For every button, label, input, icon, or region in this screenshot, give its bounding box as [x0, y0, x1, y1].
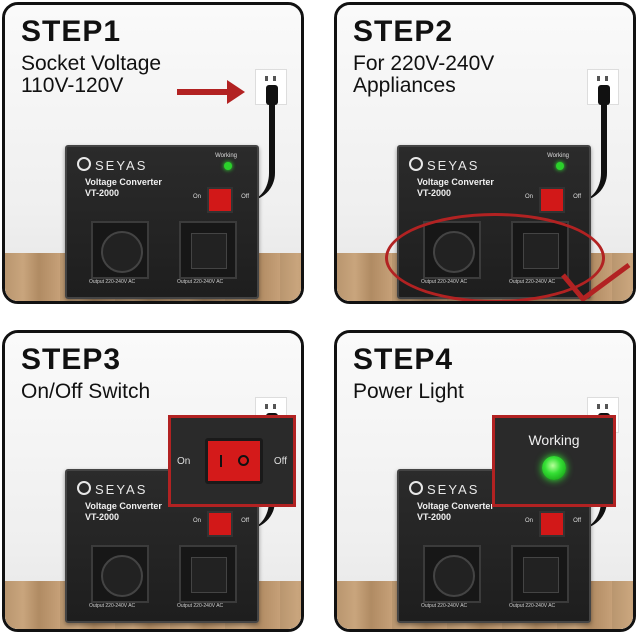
output-label: Output 220-240V AC: [177, 279, 224, 285]
power-led-icon: [556, 162, 564, 170]
power-cable: [247, 101, 275, 201]
power-cable: [579, 101, 607, 201]
highlight-ellipse: [385, 213, 605, 301]
desc-line: Socket Voltage: [21, 52, 162, 75]
switch-on-label: On: [192, 194, 201, 200]
plug-icon: [598, 85, 610, 105]
desc-line: Power Light: [353, 380, 464, 403]
output-label: Output 220-240V AC: [421, 603, 468, 609]
switch-on-mark: [220, 455, 222, 467]
output-label: Output 220-240V AC: [89, 279, 136, 285]
working-label: Working: [215, 153, 237, 159]
switch-on-label: On: [192, 518, 201, 524]
switch-off-label: Off: [573, 194, 581, 200]
universal-socket: [511, 545, 569, 603]
zoom-off-label: Off: [273, 456, 287, 467]
step-description: Socket Voltage 110V-120V: [21, 53, 161, 97]
step-description: For 220V-240V Appliances: [353, 53, 494, 97]
output-label: Output 220-240V AC: [89, 603, 136, 609]
step-title: STEP1: [21, 15, 122, 48]
brand-logo: SEYAS: [409, 481, 479, 497]
desc-line: 110V-120V: [21, 74, 124, 97]
desc-line: For 220V-240V: [353, 52, 495, 75]
step1-panel: STEP1 Socket Voltage 110V-120V SEYAS Vol…: [2, 2, 304, 304]
green-led-icon: [542, 456, 566, 480]
power-led-icon: [224, 162, 232, 170]
desc-line: On/Off Switch: [21, 380, 151, 403]
step-title: STEP3: [21, 343, 122, 376]
step3-panel: STEP3 On/Off Switch SEYAS Voltage Conver…: [2, 330, 304, 632]
brand-logo: SEYAS: [77, 157, 147, 173]
switch-on-label: On: [524, 194, 533, 200]
brand-logo: SEYAS: [409, 157, 479, 173]
arrow-icon: [177, 89, 235, 95]
step-description: Power Light: [353, 381, 464, 403]
rocker-switch-icon[interactable]: [205, 438, 263, 484]
switch-zoom-callout: On Off: [168, 415, 296, 507]
schuko-socket: [423, 545, 481, 603]
step-title: STEP4: [353, 343, 454, 376]
schuko-socket: [91, 545, 149, 603]
switch-on-label: On: [524, 518, 533, 524]
switch-off-label: Off: [573, 518, 581, 524]
step-description: On/Off Switch: [21, 381, 150, 403]
universal-socket: [179, 221, 237, 279]
output-label: Output 220-240V AC: [177, 603, 224, 609]
zoom-working-label: Working: [528, 432, 580, 448]
switch-off-label: Off: [241, 518, 249, 524]
step-title: STEP2: [353, 15, 454, 48]
checkmark-icon: [561, 263, 631, 301]
power-switch[interactable]: [539, 511, 565, 537]
plug-icon: [266, 85, 278, 105]
zoom-on-label: On: [177, 456, 191, 467]
universal-socket: [179, 545, 237, 603]
schuko-socket: [91, 221, 149, 279]
brand-logo: SEYAS: [77, 481, 147, 497]
output-label: Output 220-240V AC: [509, 603, 556, 609]
desc-line: Appliances: [353, 74, 456, 97]
power-switch[interactable]: [207, 511, 233, 537]
power-light-zoom-callout: Working: [492, 415, 616, 507]
power-switch[interactable]: [539, 187, 565, 213]
step4-panel: STEP4 Power Light SEYAS Voltage Converte…: [334, 330, 636, 632]
working-label: Working: [547, 153, 569, 159]
switch-off-label: Off: [241, 194, 249, 200]
arrow-head-icon: [227, 80, 245, 104]
step2-panel: STEP2 For 220V-240V Appliances SEYAS Vol…: [334, 2, 636, 304]
power-switch[interactable]: [207, 187, 233, 213]
switch-off-mark: [238, 455, 249, 466]
